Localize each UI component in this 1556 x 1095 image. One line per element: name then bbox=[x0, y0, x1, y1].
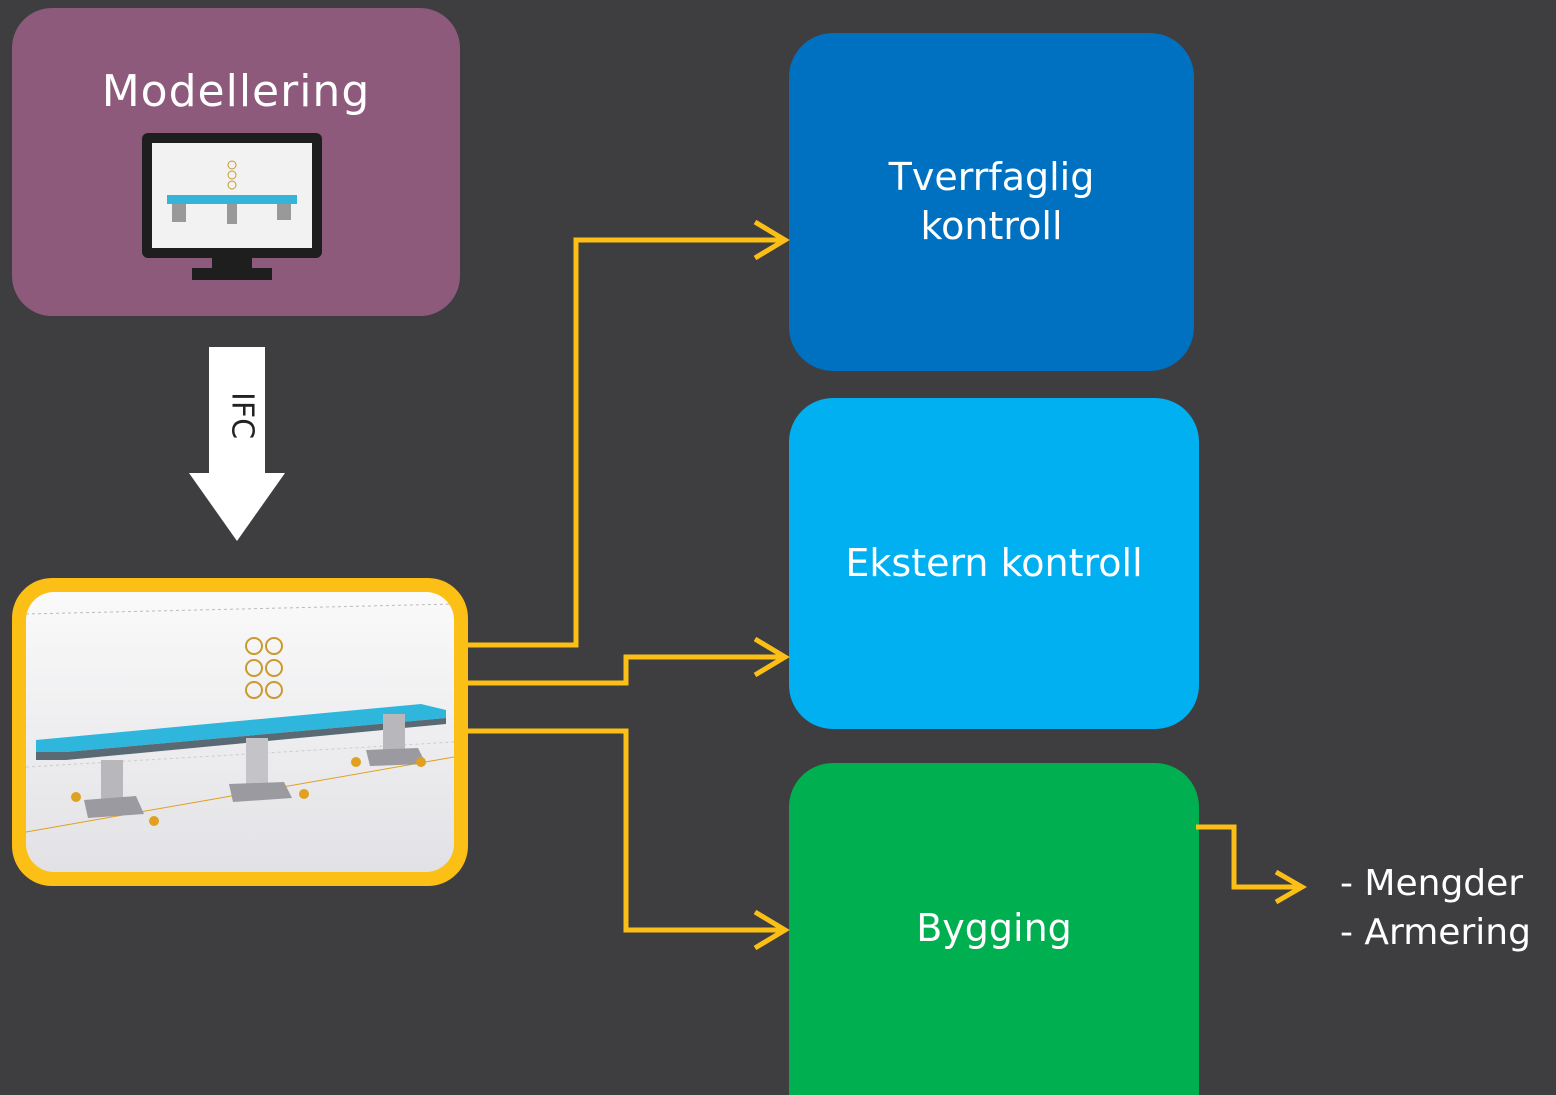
arrowhead-outputs bbox=[1274, 869, 1308, 905]
modellering-title: Modellering bbox=[101, 66, 371, 117]
connector-to-outputs bbox=[1196, 824, 1298, 890]
arrowhead-tverrfaglig bbox=[753, 219, 790, 261]
tverrfaglig-kontroll-box: Tverrfaglig kontroll bbox=[789, 33, 1194, 371]
monitor-icon bbox=[142, 133, 322, 280]
bridge-model-image bbox=[26, 603, 454, 833]
output-armering: - Armering bbox=[1340, 911, 1531, 953]
bygging-box: Bygging bbox=[789, 763, 1199, 1095]
modellering-box: Modellering bbox=[12, 8, 460, 316]
connector-to-ekstern bbox=[468, 654, 780, 686]
bridge-model-viewer bbox=[12, 578, 468, 886]
connector-to-bygging bbox=[468, 728, 780, 933]
ekstern-kontroll-box: Ekstern kontroll bbox=[789, 398, 1199, 729]
arrowhead-ekstern bbox=[753, 636, 790, 678]
connector-to-tverrfaglig bbox=[468, 237, 780, 648]
output-mengder: - Mengder bbox=[1340, 863, 1524, 904]
outputs-list: - Mengder - Armering bbox=[1340, 860, 1531, 957]
arrowhead-bygging bbox=[753, 909, 790, 951]
ifc-label: IFC bbox=[224, 391, 260, 440]
